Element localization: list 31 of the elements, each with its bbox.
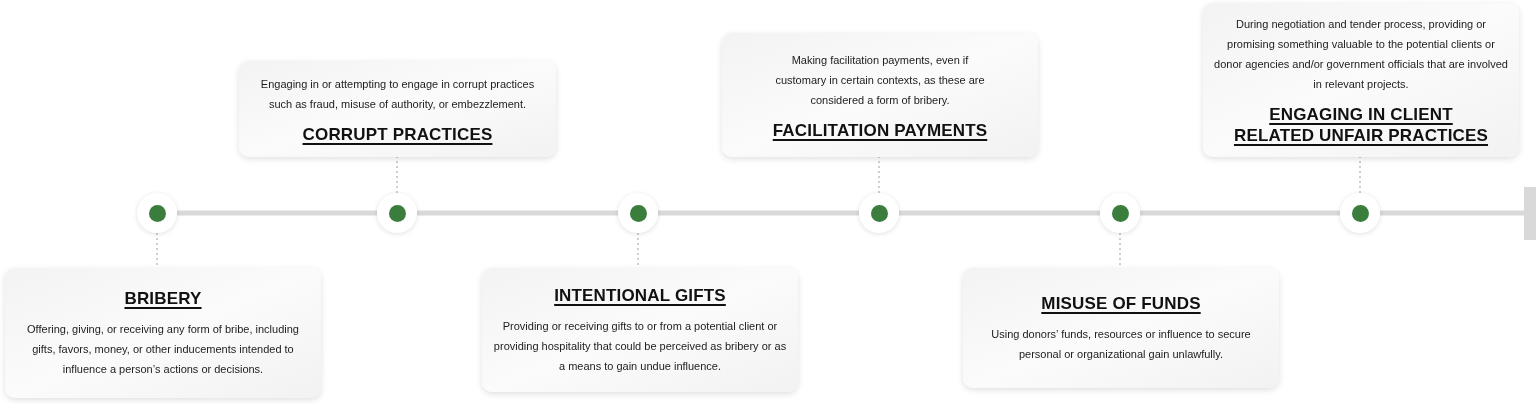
card-description: During negotiation and tender process, providing or promising something valuable to the potential clients or donor agencies and/or government officials that are involved in relevant projects. bbox=[1213, 17, 1509, 92]
timeline-segment bbox=[658, 210, 859, 216]
timeline-node bbox=[618, 193, 658, 233]
card-description: Using donors’ funds, resources or influence to secure personal or organizational gain unlawfully. bbox=[990, 326, 1252, 362]
card-heading: FACILITATION PAYMENTS bbox=[772, 119, 988, 141]
card-description: Providing or receiving gifts to or from a potential client or providing hospitality that could be perceived as bribery or as a means to gain undue influence. bbox=[492, 318, 788, 374]
card bbox=[1203, 3, 1519, 157]
timeline-segment bbox=[1140, 210, 1340, 216]
timeline-segment bbox=[417, 210, 618, 216]
dashed-connector bbox=[396, 156, 398, 194]
card-heading: BRIBERY bbox=[124, 287, 202, 309]
card bbox=[722, 33, 1038, 157]
card-description: Making facilitation payments, even if customary in certain contexts, as these are considered a form of bribery. bbox=[774, 52, 986, 108]
timeline-segment bbox=[177, 210, 377, 216]
end-bar bbox=[1524, 187, 1536, 240]
card-description: Offering, giving, or receiving any form of bribe, including gifts, favors, money, or other inducements intended to influence a person’s actions or decisions. bbox=[26, 321, 300, 377]
dashed-connector bbox=[878, 156, 880, 194]
card bbox=[239, 61, 556, 157]
card-heading: INTENTIONAL GIFTS bbox=[554, 284, 726, 306]
card-heading: CORRUPT PRACTICES bbox=[302, 123, 493, 145]
card-description: Engaging in or attempting to engage in corrupt practices such as fraud, misuse of authority, or embezzlement. bbox=[259, 76, 536, 112]
timeline-node bbox=[137, 193, 177, 233]
timeline-segment bbox=[1380, 210, 1524, 216]
dashed-connector bbox=[1359, 156, 1361, 194]
timeline-node bbox=[1340, 193, 1380, 233]
timeline-node bbox=[377, 193, 417, 233]
card-heading: MISUSE OF FUNDS bbox=[1041, 292, 1201, 314]
timeline-node bbox=[859, 193, 899, 233]
card-heading: ENGAGING IN CLIENT RELATED UNFAIR PRACTICES bbox=[1232, 104, 1490, 146]
timeline-segment bbox=[899, 210, 1100, 216]
timeline-node bbox=[1100, 193, 1140, 233]
